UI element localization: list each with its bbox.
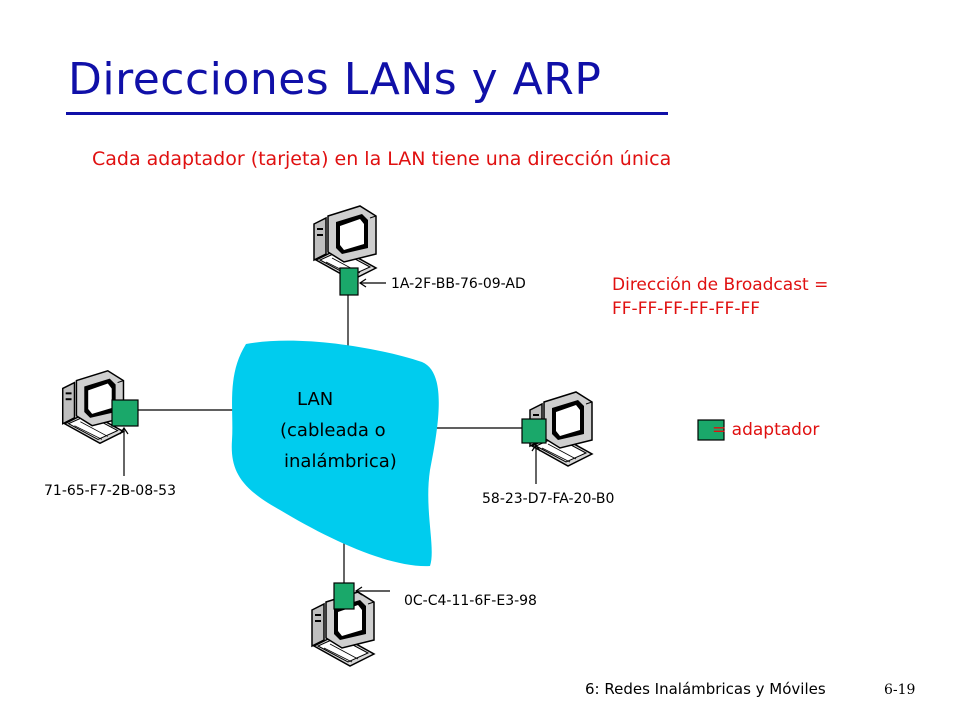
arrow-bottom-icon <box>354 586 390 596</box>
footer-text: 6: Redes Inalámbricas y Móviles <box>585 680 826 698</box>
broadcast-line-1: Dirección de Broadcast = <box>612 275 829 295</box>
adapter-bottom-icon <box>333 582 355 610</box>
mac-address-bottom: 0C-C4-11-6F-E3-98 <box>404 593 537 609</box>
subtitle: Cada adaptador (tarjeta) en la LAN tiene… <box>92 148 672 170</box>
footer-page-number: 6-19 <box>884 682 916 698</box>
broadcast-note: Dirección de Broadcast = FF-FF-FF-FF-FF-… <box>612 273 828 321</box>
mac-address-top: 1A-2F-BB-76-09-AD <box>391 276 526 292</box>
adapter-left-icon <box>111 399 139 427</box>
title-underline <box>66 112 668 115</box>
adapter-top-icon <box>339 267 359 296</box>
arrow-top-icon <box>358 278 386 288</box>
mac-address-right: 58-23-D7-FA-20-B0 <box>482 491 615 507</box>
legend-label: = adaptador <box>712 420 820 440</box>
lan-label-line-1: LAN <box>297 389 334 410</box>
adapter-right-icon <box>521 418 547 444</box>
mac-address-left: 71-65-F7-2B-08-53 <box>44 483 176 499</box>
arrow-right-icon <box>531 443 541 484</box>
page-title: Direcciones LANs y ARP <box>68 54 602 105</box>
broadcast-line-2: FF-FF-FF-FF-FF-FF <box>612 299 761 319</box>
lan-label-line-3: inalámbrica) <box>284 451 397 472</box>
legend-adapter-icon <box>697 419 725 441</box>
lan-cloud-icon <box>231 340 439 567</box>
arrow-left-icon <box>119 426 129 476</box>
lan-label-line-2: (cableada o <box>280 420 386 441</box>
